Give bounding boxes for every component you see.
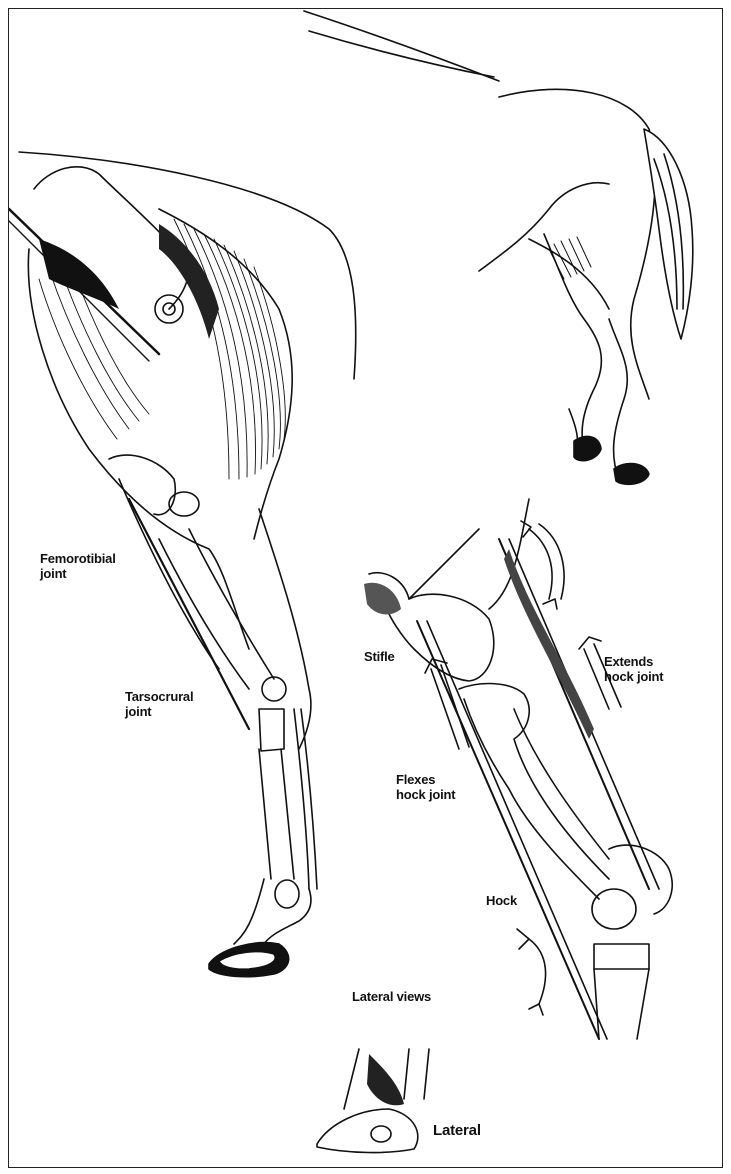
label-tarsocrural-joint: Tarsocrural joint [125, 689, 193, 719]
label-extends-hock-joint: Extends hock joint [604, 654, 663, 684]
label-lateral: Lateral [433, 1123, 481, 1138]
label-stifle: Stifle [364, 649, 395, 664]
reciprocal-apparatus-diagram [364, 499, 672, 1039]
hoof-lateral-view [317, 1049, 429, 1153]
label-flexes-hock-joint: Flexes hock joint [396, 772, 455, 802]
label-femorotibial-joint: Femorotibial joint [40, 551, 116, 581]
label-lateral-views: Lateral views [352, 989, 431, 1004]
horse-hindquarters-sketch [304, 11, 693, 484]
label-hock: Hock [486, 893, 517, 908]
illustration-frame: Femorotibial joint Tarsocrural joint Sti… [8, 8, 723, 1168]
